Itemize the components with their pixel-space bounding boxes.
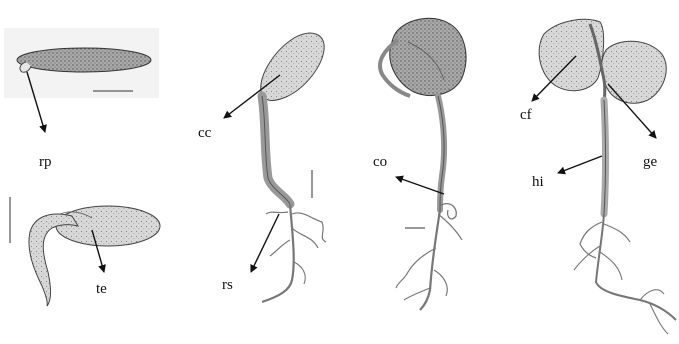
label-cf: cf	[520, 107, 532, 123]
lateral-root	[434, 270, 447, 296]
opening-cotyledons	[390, 18, 466, 95]
lateral-root	[294, 262, 305, 284]
lateral-root	[650, 304, 668, 334]
label-co: co	[373, 154, 387, 170]
lateral-root	[270, 240, 290, 256]
label-ge: ge	[643, 154, 658, 170]
taproot	[596, 214, 676, 320]
open-cotyledon-left	[539, 19, 604, 90]
hypocotyl	[262, 96, 290, 204]
lateral-root	[292, 213, 326, 242]
seed-stage-1: rp	[4, 28, 159, 170]
lateral-root	[604, 224, 630, 242]
lateral-root	[404, 288, 430, 300]
rs-arrow	[251, 214, 279, 272]
seedling-stage-5: cf hi ge	[520, 19, 676, 334]
closed-cotyledons	[261, 33, 324, 100]
lateral-root	[266, 212, 288, 214]
taproot	[420, 210, 440, 310]
hi-arrow	[558, 156, 602, 173]
label-hi: hi	[532, 174, 544, 190]
seed-stage-2: te	[10, 197, 160, 306]
lateral-root	[640, 290, 664, 300]
taproot	[262, 204, 294, 302]
lateral-root	[574, 246, 600, 270]
seedling-stage-3: cc rs	[198, 33, 326, 302]
label-rs: rs	[222, 277, 233, 293]
co-arrow	[396, 177, 444, 194]
label-te: te	[96, 281, 107, 297]
lateral-root	[600, 252, 622, 280]
lateral-root	[292, 228, 318, 248]
seed-body	[17, 48, 151, 72]
open-cotyledon-right	[602, 41, 667, 103]
seedling-stage-4: co	[373, 18, 466, 310]
label-rp: rp	[39, 154, 52, 170]
label-cc: cc	[198, 125, 212, 141]
